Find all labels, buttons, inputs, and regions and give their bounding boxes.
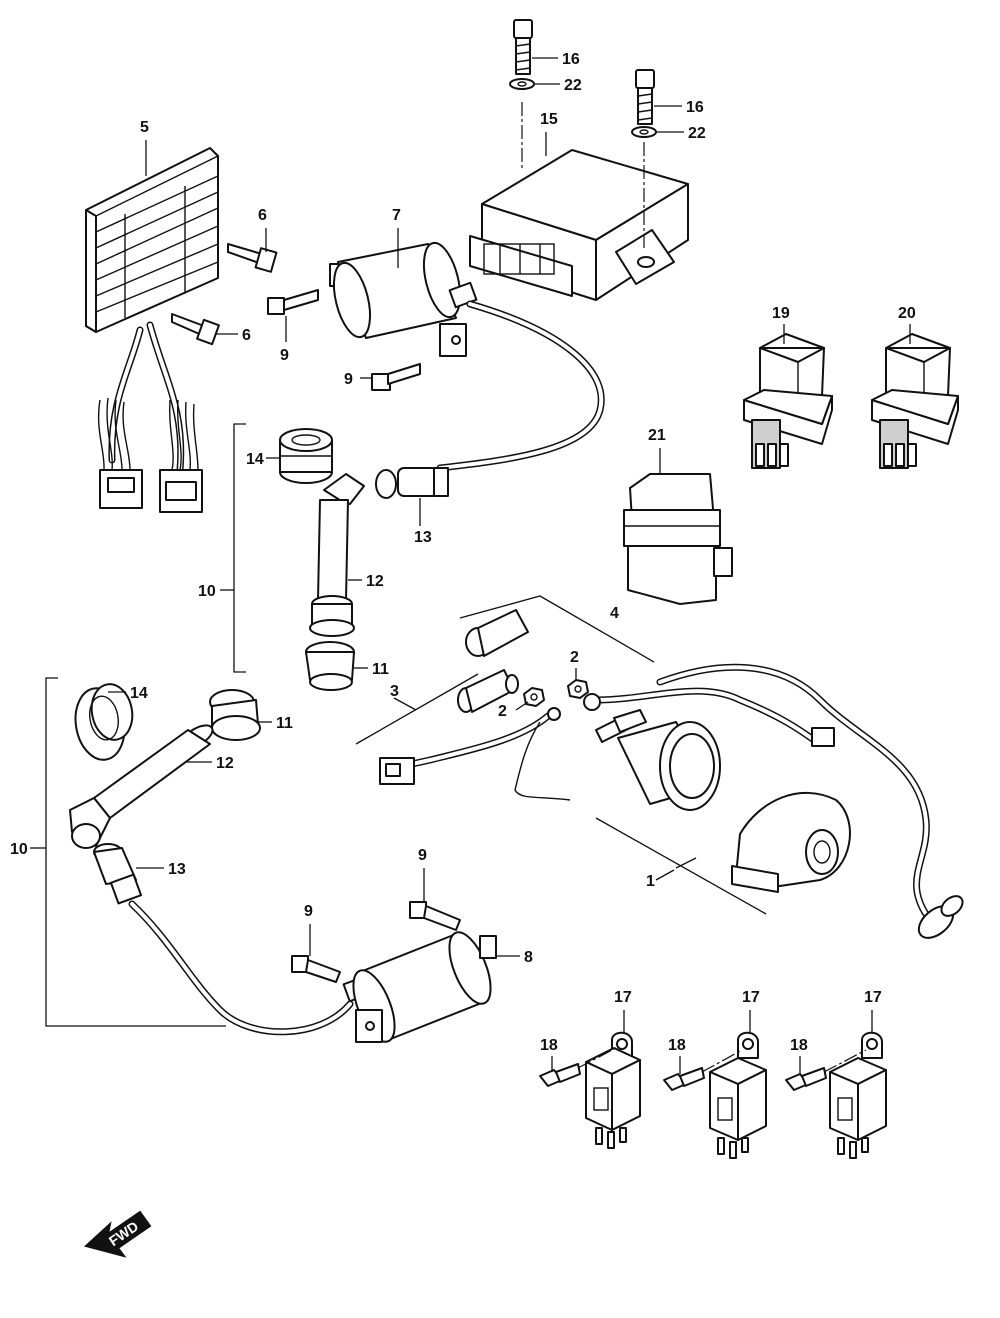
callout-9-c: 9 — [418, 847, 427, 864]
part-18-bolt-a[interactable] — [539, 1063, 581, 1087]
callout-14-lower: 14 — [130, 685, 148, 702]
part-9-bolt-a[interactable] — [267, 289, 319, 315]
part-14-seal-upper[interactable] — [279, 428, 333, 484]
callout-14-upper: 14 — [246, 451, 264, 468]
part-16-bolt-left[interactable] — [513, 19, 533, 75]
part-13-wire-joint-upper[interactable] — [375, 467, 449, 499]
part-19-relay[interactable] — [743, 333, 833, 469]
part-11-sleeve-upper[interactable] — [305, 641, 355, 691]
callout-22-right: 22 — [688, 125, 706, 142]
part-8-ignition-coil-rear[interactable] — [342, 927, 499, 1047]
callout-17-b: 17 — [742, 989, 760, 1006]
part-7-ignition-coil-front[interactable] — [327, 239, 478, 357]
part-12-plug-cap-lower[interactable] — [69, 721, 216, 849]
callout-18-c: 18 — [790, 1037, 808, 1054]
part-20-relay[interactable] — [871, 333, 959, 469]
callout-13-upper: 13 — [414, 529, 432, 546]
part-17-relay-b[interactable] — [709, 1031, 767, 1159]
part-9-bolt-b[interactable] — [371, 363, 421, 391]
callout-2-a: 2 — [570, 649, 579, 666]
callout-9-d: 9 — [304, 903, 313, 920]
callout-11-upper: 11 — [372, 661, 389, 678]
part-22-washer-right[interactable] — [631, 126, 657, 138]
part-9-bolt-c[interactable] — [409, 901, 461, 931]
callout-9-a: 9 — [280, 347, 289, 364]
callout-12-upper: 12 — [366, 573, 384, 590]
callout-6-lower: 6 — [242, 327, 251, 344]
part-5-regulator-rectifier[interactable] — [85, 147, 219, 513]
callout-5: 5 — [140, 119, 149, 136]
callout-17-c: 17 — [864, 989, 882, 1006]
callout-22-left: 22 — [564, 77, 582, 94]
callout-20: 20 — [898, 305, 916, 322]
part-18-bolt-c[interactable] — [785, 1067, 827, 1091]
part-17-relay-c[interactable] — [829, 1031, 887, 1159]
part-13-wire-joint-lower[interactable] — [93, 843, 143, 905]
part-4-terminal-boot[interactable] — [465, 609, 529, 657]
callout-21: 21 — [648, 427, 666, 444]
callout-18-a: 18 — [540, 1037, 558, 1054]
callout-13-lower: 13 — [168, 861, 186, 878]
part-2-nut-a[interactable] — [567, 679, 589, 699]
part-12-plug-cap-upper[interactable] — [309, 473, 365, 637]
part-9-bolt-d[interactable] — [291, 955, 341, 983]
callout-16-left: 16 — [562, 51, 580, 68]
part-17-relay-a[interactable] — [585, 1031, 641, 1149]
callout-8: 8 — [524, 949, 533, 966]
part-22-washer-left[interactable] — [509, 78, 535, 90]
part-15-cdi-unit[interactable] — [469, 149, 689, 301]
part-18-bolt-b[interactable] — [663, 1067, 705, 1091]
callout-19: 19 — [772, 305, 790, 322]
callout-7: 7 — [392, 207, 401, 224]
callout-4: 4 — [610, 605, 619, 622]
callout-16-right: 16 — [686, 99, 704, 116]
part-16-bolt-right[interactable] — [635, 69, 655, 125]
part-1-solenoid-cover[interactable] — [731, 791, 851, 893]
part-14-seal-lower[interactable] — [70, 681, 136, 764]
callout-17-a: 17 — [614, 989, 632, 1006]
callout-15: 15 — [540, 111, 558, 128]
callout-18-b: 18 — [668, 1037, 686, 1054]
callout-9-b: 9 — [344, 371, 353, 388]
part-11-sleeve-lower[interactable] — [209, 689, 261, 741]
part-3-terminal-boot[interactable] — [457, 669, 519, 713]
callout-12-lower: 12 — [216, 755, 234, 772]
fwd-arrow-icon: FWD — [83, 1210, 152, 1258]
part-21-unit[interactable] — [623, 473, 733, 605]
part-3-connector[interactable] — [379, 757, 415, 785]
callout-3: 3 — [390, 683, 399, 700]
part-6-bolt-upper[interactable] — [227, 243, 278, 273]
callout-6-upper: 6 — [258, 207, 267, 224]
callout-11-lower: 11 — [276, 715, 293, 732]
part-1-starter-solenoid[interactable] — [583, 663, 966, 944]
callout-1: 1 — [646, 873, 655, 890]
callout-2-b: 2 — [498, 703, 507, 720]
part-6-bolt-lower[interactable] — [171, 313, 220, 346]
callout-10-upper: 10 — [198, 583, 216, 600]
callout-10-lower: 10 — [10, 841, 28, 858]
